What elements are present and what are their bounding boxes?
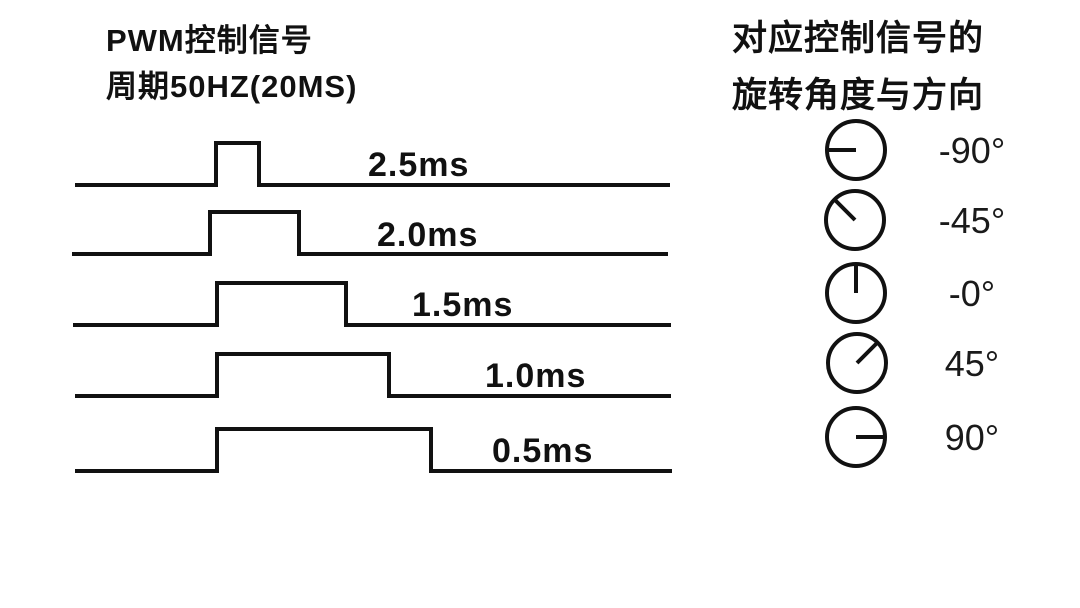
pulse-width-label-3: 1.5ms (412, 286, 514, 324)
rotation-angle-label-3: -0° (948, 273, 996, 314)
rotation-angle-label-4: 45° (944, 343, 1000, 384)
pwm-waveform-2 (72, 210, 668, 256)
pwm-title-line1: PWM控制信号 (106, 23, 313, 58)
pulse-width-label-2: 2.0ms (377, 216, 479, 254)
pwm-waveform-3 (73, 281, 671, 327)
pwm-waveform-4 (75, 352, 671, 398)
rotation-angle-label-5: 90° (944, 417, 1000, 458)
dial-circle-icon-4 (826, 332, 888, 394)
rotation-angle-label-1: -90° (938, 130, 1006, 171)
pulse-width-label-5: 0.5ms (492, 432, 594, 470)
pwm-waveform-5 (75, 427, 672, 473)
pulse-width-label-1: 2.5ms (368, 146, 470, 184)
pwm-title: PWM控制信号 周期50HZ(20MS) (106, 18, 357, 110)
servo-angle-title-line1: 对应控制信号的 (732, 19, 985, 58)
dial-needle-icon-4 (855, 341, 879, 365)
pwm-waveform-1 (75, 141, 670, 187)
dial-circle-icon-2 (824, 189, 886, 251)
servo-angle-title: 对应控制信号的 旋转角度与方向 (732, 10, 984, 124)
dial-needle-icon-2 (833, 198, 857, 222)
pulse-width-label-4: 1.0ms (485, 357, 587, 395)
pwm-title-line2: 周期50HZ(20MS) (106, 69, 358, 104)
servo-angle-title-line2: 旋转角度与方向 (732, 76, 985, 115)
rotation-angle-label-2: -45° (938, 200, 1006, 241)
